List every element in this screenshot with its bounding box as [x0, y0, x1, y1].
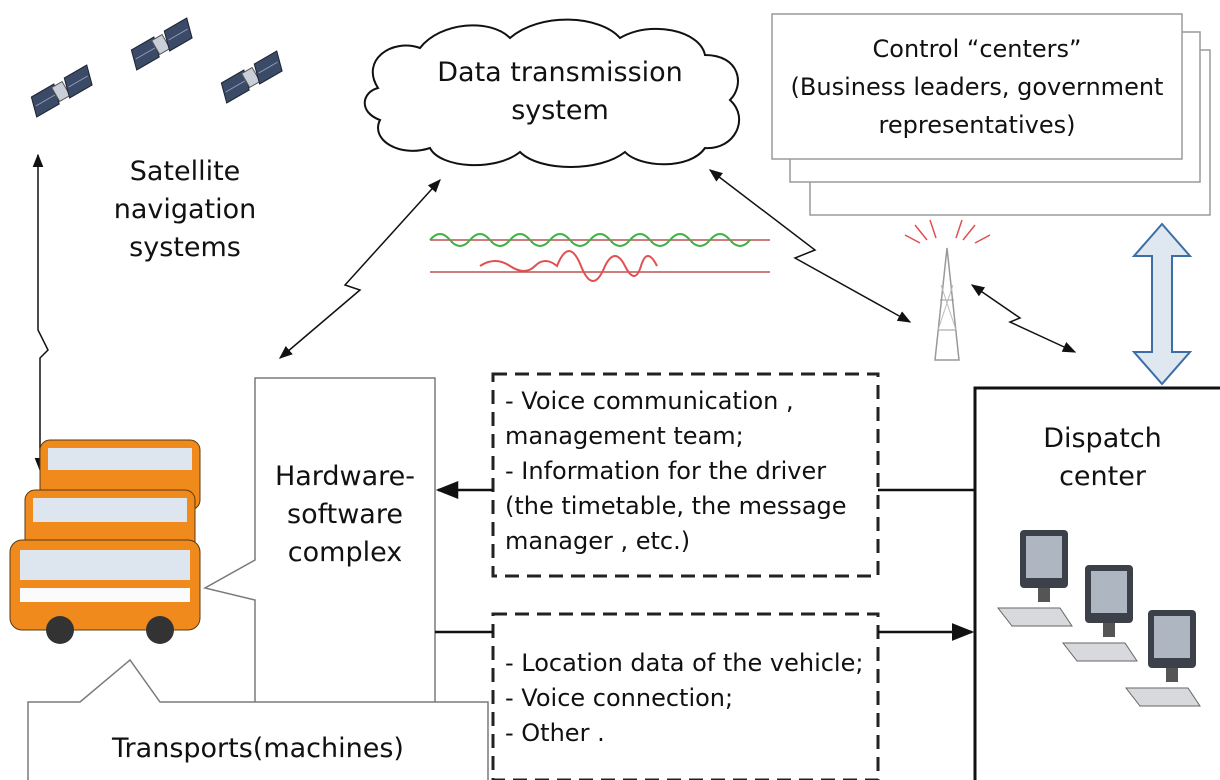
double-arrow-icon [1131, 222, 1193, 386]
cloud-hardware-link-arrow [278, 178, 441, 359]
satellite-link-arrow [32, 153, 49, 472]
satellite-icon [26, 17, 288, 118]
transports-label: Transports(machines) [112, 733, 404, 764]
transports-box [27, 658, 489, 780]
lower-list: - Location data of the vehicle; - Voice … [505, 646, 863, 751]
control-centers-line: (Business leaders, government [790, 73, 1164, 101]
tower-dispatch-link-arrow [970, 284, 1077, 353]
upper-list-item: - Information for the driver [505, 457, 827, 485]
bus-icon [9, 439, 201, 644]
lower-list-item: - Voice connection; [505, 684, 734, 712]
control-centers-label: Control “centers” (Business leaders, gov… [772, 30, 1182, 144]
dispatch-label-line: center [1059, 461, 1146, 492]
upper-list-item: - Voice communication , [505, 387, 794, 415]
upper-list: - Voice communication , management team;… [505, 384, 847, 559]
control-centers-line: representatives) [878, 111, 1076, 139]
satellite-label: Satellite navigation systems [90, 153, 280, 267]
satellite-label-line: systems [129, 232, 241, 263]
cloud-label-line: Data transmission [437, 57, 683, 88]
upper-dashed-box [491, 372, 880, 578]
cloud-icon [363, 18, 741, 168]
satellite-label-line: navigation [113, 194, 257, 225]
hardware-software-box [202, 377, 436, 706]
radio-tower-icon [904, 219, 991, 361]
dispatch-label: Dispatch center [985, 420, 1220, 496]
cloud-label: Data transmission system [415, 54, 705, 130]
satellite-label-line: Satellite [129, 156, 241, 187]
hardware-label-line: complex [287, 537, 403, 568]
cloud-tower-link-arrow [708, 169, 912, 323]
control-centers-box [771, 13, 1183, 160]
hardware-label: Hardware- software complex [255, 458, 435, 572]
hardware-label-line: Hardware- [274, 461, 416, 492]
lower-dashed-box [491, 612, 880, 780]
hardware-label-line: software [287, 499, 403, 530]
lower-list-item: - Other . [505, 719, 605, 747]
upper-list-item: (the timetable, the message [505, 492, 847, 520]
signal-waves [429, 233, 770, 282]
lower-list-item: - Location data of the vehicle; [505, 649, 864, 677]
dispatch-label-line: Dispatch [1043, 423, 1162, 454]
cloud-label-line: system [511, 95, 609, 126]
upper-list-item: management team; [505, 422, 744, 450]
upper-list-item: manager , etc.) [505, 527, 691, 555]
control-centers-line: Control “centers” [872, 35, 1082, 63]
